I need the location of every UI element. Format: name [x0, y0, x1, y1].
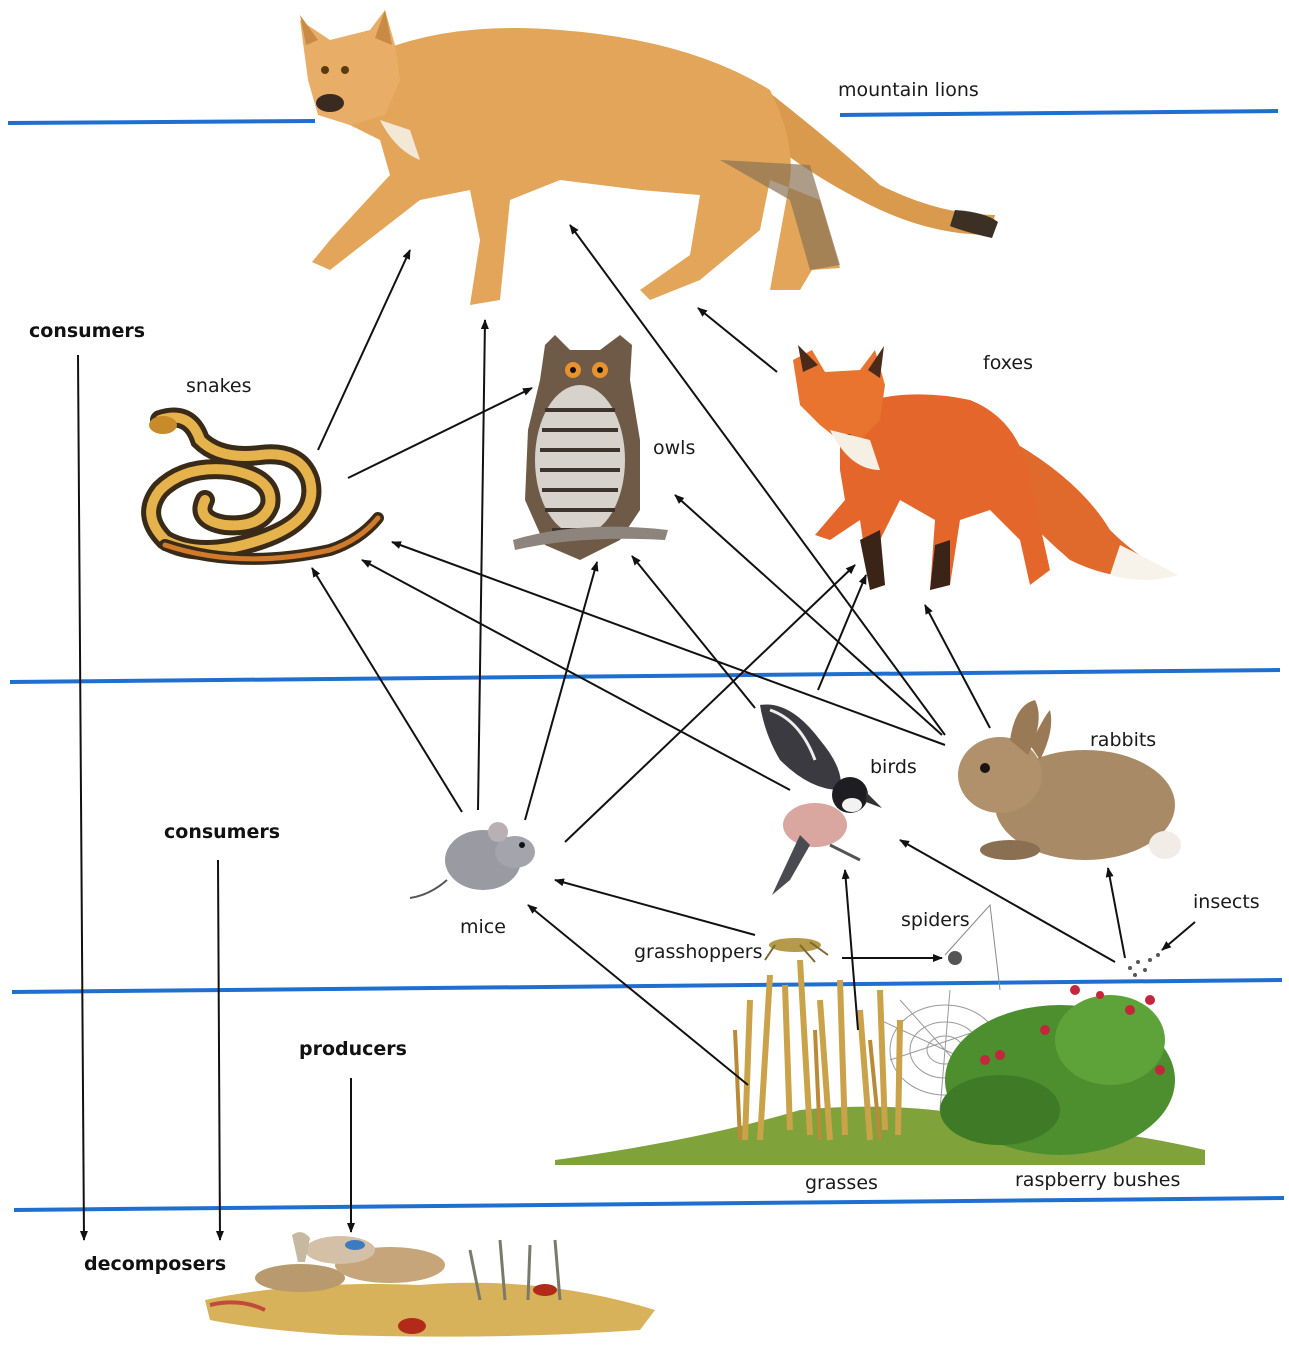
arrow-consumers-lower-to-decomposers: [218, 860, 220, 1240]
label-spiders: spiders: [901, 909, 970, 931]
label-raspberry-bushes: raspberry bushes: [1015, 1169, 1180, 1191]
raspberry-bushes-icon: [940, 985, 1175, 1155]
decomposers-icon: [205, 1232, 655, 1337]
label-mice: mice: [460, 916, 506, 938]
label-owls: owls: [653, 437, 695, 459]
label-birds: birds: [870, 756, 917, 778]
arrow-raspberry-to-rabbits: [1108, 868, 1125, 958]
arrow-rabbits-to-snakes: [392, 542, 945, 745]
level-line-top-left: [8, 121, 315, 123]
insects-icon: [1128, 953, 1160, 977]
label-rabbits: rabbits: [1090, 729, 1156, 751]
label-producers: producers: [299, 1038, 407, 1060]
arrow-mice-to-foxes: [565, 565, 855, 842]
label-insects: insects: [1193, 891, 1260, 913]
arrow-birds-to-owls: [632, 556, 755, 708]
snake-icon: [149, 416, 378, 559]
label-foxes: foxes: [983, 352, 1033, 374]
arrow-snakes-to-mountain-lions: [318, 250, 410, 450]
level-line-top-right: [840, 111, 1278, 115]
arrow-foxes-to-mountain-lions: [698, 308, 777, 372]
grasshopper-icon: [765, 938, 828, 962]
arrow-mice-to-owls: [525, 562, 597, 820]
mouse-icon: [410, 822, 535, 898]
arrow-snakes-to-owls: [348, 388, 532, 478]
arrow-grasses-to-mice: [528, 905, 748, 1085]
arrow-mice-to-snakes: [312, 568, 462, 812]
arrow-grasshoppers-to-mice: [555, 880, 755, 935]
label-grasses: grasses: [805, 1172, 878, 1194]
arrow-consumers-upper-to-decomposers: [78, 355, 84, 1240]
label-grasshoppers: grasshoppers: [634, 941, 763, 963]
label-consumers-upper: consumers: [29, 320, 145, 342]
level-line-second: [10, 670, 1280, 682]
level-line-bottom: [14, 1198, 1284, 1210]
arrow-grasses-to-birds: [845, 870, 858, 1030]
arrow-label-to-insects: [1162, 922, 1195, 950]
label-snakes: snakes: [186, 375, 252, 397]
label-decomposers: decomposers: [84, 1253, 226, 1275]
fox-icon: [793, 345, 1178, 590]
rabbit-icon: [958, 700, 1181, 860]
bird-icon: [760, 704, 882, 895]
level-line-third: [12, 980, 1282, 992]
owl-icon: [513, 335, 668, 560]
arrow-rabbits-to-foxes: [925, 605, 990, 728]
label-consumers-lower: consumers: [164, 821, 280, 843]
label-mountain-lions: mountain lions: [838, 79, 979, 101]
arrow-mice-to-mountain-lions: [478, 320, 485, 810]
